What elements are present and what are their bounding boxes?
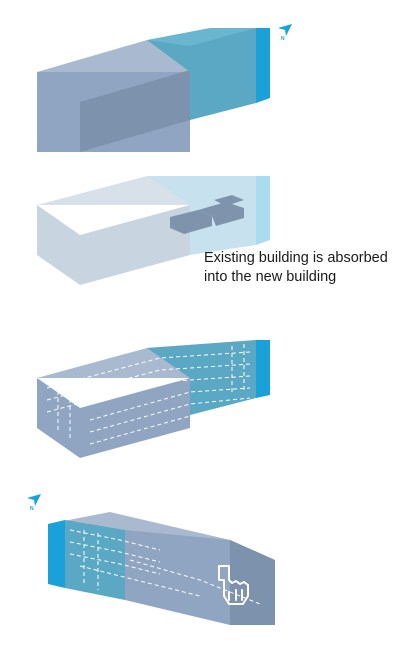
block-4-accent-face	[48, 520, 65, 588]
annotation-caption: Existing building is absorbed into the n…	[204, 249, 404, 287]
floor-plate-line	[89, 415, 191, 445]
existing-building	[170, 195, 244, 234]
step-1-massing	[37, 28, 270, 152]
north-arrow-1: N	[278, 24, 292, 42]
block-2-ghost-accent	[256, 176, 270, 245]
floor-plate-lines	[46, 344, 251, 445]
hand-outline	[218, 565, 249, 605]
block-1-teal-volume	[147, 28, 256, 120]
north-arrow-2: N	[27, 494, 41, 512]
hand-gesture-icon	[218, 565, 249, 605]
existing-building-wing-left	[170, 210, 212, 234]
floor-plate-line	[69, 541, 161, 563]
block-4-dashed-lines	[69, 529, 261, 605]
block-2-front-left	[37, 205, 80, 285]
block-1-top-main	[37, 40, 190, 72]
north-arrow-label: N	[30, 506, 34, 512]
floor-plate-line	[69, 529, 161, 551]
annotation-line-2: into the new building	[204, 269, 337, 285]
north-arrow-icon	[27, 494, 41, 506]
floor-plate-line	[46, 351, 251, 389]
block-3-front-main	[80, 378, 190, 458]
north-arrow-icon	[278, 24, 292, 36]
block-1-teal-top	[147, 28, 256, 46]
floor-plate-line	[46, 375, 251, 413]
floor-plate-line	[46, 363, 251, 401]
block-3-teal	[147, 340, 256, 415]
step-3-floor-plates	[37, 340, 270, 458]
block-2-front-main	[80, 205, 190, 285]
floor-plate-line	[69, 553, 161, 575]
block-4-teal-face	[65, 520, 125, 600]
floor-plate-line	[129, 559, 261, 605]
north-arrow-label: N	[281, 36, 285, 42]
annotation-line-1: Existing building is absorbed	[204, 250, 388, 266]
block-1-side-main	[80, 70, 190, 152]
existing-building-wing-right	[198, 202, 244, 226]
step-4-rotated	[48, 512, 275, 625]
block-1-front-left	[37, 72, 80, 152]
floor-plate-line	[89, 387, 251, 421]
existing-building-wing-back	[214, 195, 244, 206]
block-3-front-left	[37, 378, 80, 458]
block-3-accent	[256, 340, 270, 398]
hand-fingers	[228, 589, 243, 601]
step-2-absorbed	[37, 176, 270, 285]
block-1-accent-end	[256, 28, 270, 103]
